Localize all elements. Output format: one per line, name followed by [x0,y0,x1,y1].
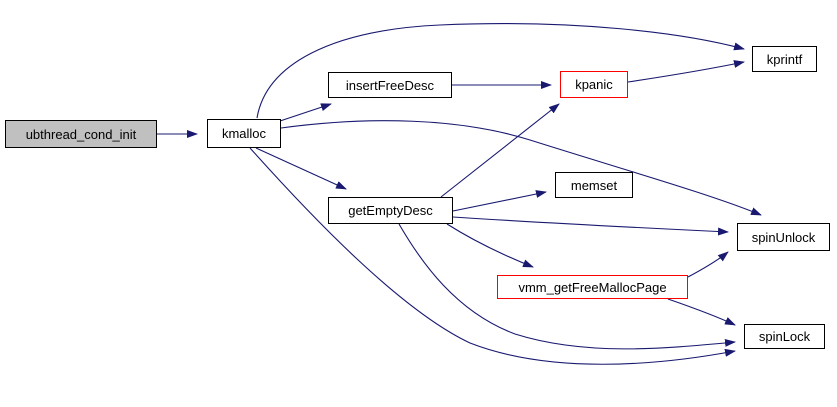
edge-vmm_getFreeMallocPage-to-spinLock [667,298,736,326]
edge-kmalloc-to-insertFreeDesc [276,103,332,123]
node-spinLock[interactable]: spinLock [744,324,825,349]
node-spinUnlock[interactable]: spinUnlock [737,223,830,251]
edge-getEmptyDesc-to-memset [452,190,547,212]
edge-kpanic-to-kprintf [627,60,745,83]
node-memset[interactable]: memset [555,172,633,198]
edge-vmm_getFreeMallocPage-to-spinUnlock [687,251,729,278]
node-insertFreeDesc[interactable]: insertFreeDesc [328,72,452,98]
node-kpanic[interactable]: kpanic [560,71,628,98]
edge-kmalloc-to-getEmptyDesc [255,147,347,190]
node-getEmptyDesc[interactable]: getEmptyDesc [328,197,453,224]
node-ubthread_cond_init: ubthread_cond_init [5,120,157,148]
edge-getEmptyDesc-to-vmm_getFreeMallocPage [446,223,534,268]
edge-getEmptyDesc-to-spinUnlock [452,216,729,236]
edge-getEmptyDesc-to-kpanic [440,103,560,198]
edge-kmalloc-to-kprintf [256,23,745,119]
node-kprintf[interactable]: kprintf [752,46,817,72]
node-kmalloc[interactable]: kmalloc [207,119,281,148]
edge-kmalloc-to-spinLock [249,147,736,365]
edge-getEmptyDesc-to-spinLock [398,223,736,350]
node-vmm_getFreeMallocPage[interactable]: vmm_getFreeMallocPage [497,275,688,299]
edge-kmalloc-to-spinUnlock [280,120,762,216]
